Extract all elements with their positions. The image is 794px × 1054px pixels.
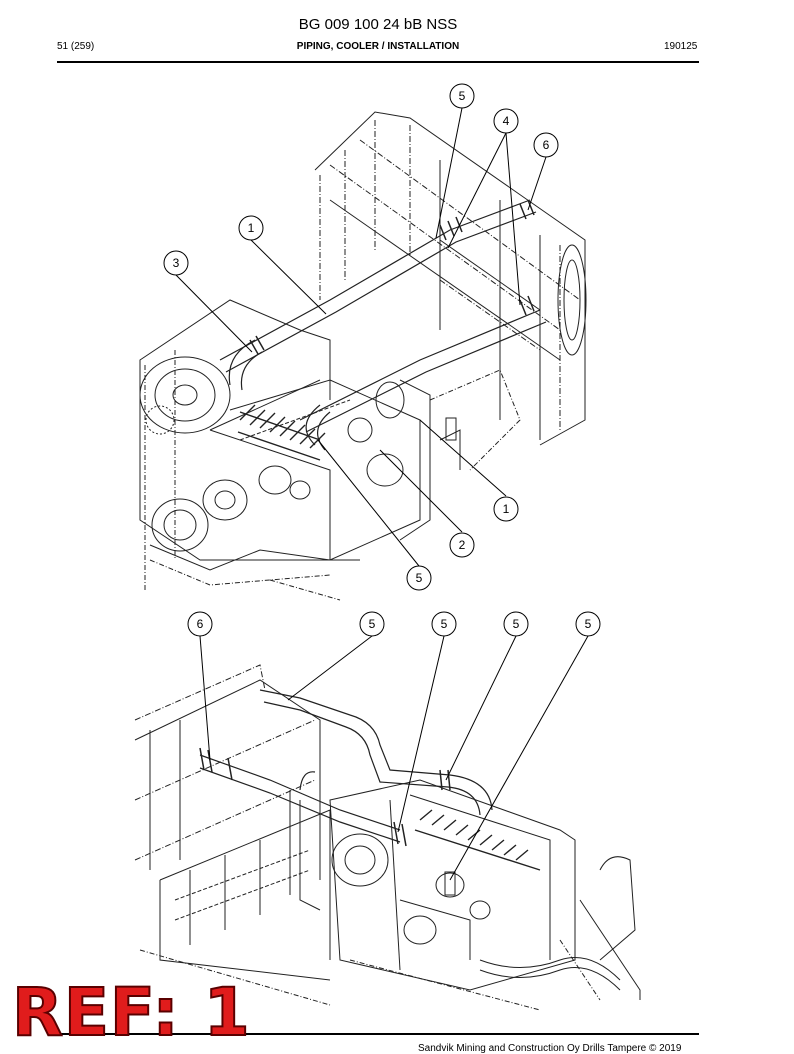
svg-text:1: 1 [248,221,255,235]
callout-top-2: 2 [449,532,475,558]
callout-bottom-5d: 5 [575,611,601,637]
callout-top-3: 3 [163,250,189,276]
leader-lines [175,107,589,881]
callout-top-5b: 5 [406,565,432,591]
svg-text:6: 6 [197,617,204,631]
callout-top-5a: 5 [449,83,475,109]
callout-top-6: 6 [533,132,559,158]
document-code: 190125 [664,41,698,52]
callout-top-1a: 1 [238,215,264,241]
callout-bottom-5a: 5 [359,611,385,637]
svg-text:5: 5 [416,571,423,585]
svg-text:3: 3 [173,256,180,270]
bottom-assembly-drawing [134,664,641,1011]
callout-bottom-5c: 5 [503,611,529,637]
top-assembly-drawing [139,111,587,601]
page-number: 51 (259) [57,41,95,52]
ref-stamp: REF: 1 [11,974,251,1051]
svg-text:6: 6 [543,138,550,152]
section-title: PIPING, COOLER / INSTALLATION [296,41,460,52]
svg-text:5: 5 [369,617,376,631]
svg-text:2: 2 [459,538,466,552]
svg-text:5: 5 [459,89,466,103]
callout-bottom-6: 6 [187,611,213,637]
callout-top-4: 4 [493,108,519,134]
svg-text:5: 5 [585,617,592,631]
svg-text:5: 5 [513,617,520,631]
svg-text:4: 4 [503,114,510,128]
header-rule [57,61,699,63]
footer-rule [57,1033,699,1035]
svg-text:5: 5 [441,617,448,631]
svg-text:1: 1 [503,502,510,516]
callout-bottom-5b: 5 [431,611,457,637]
footer-copyright: Sandvik Mining and Construction Oy Drill… [418,1043,682,1054]
callout-top-1b: 1 [493,496,519,522]
document-title: BG 009 100 24 bB NSS [298,16,458,33]
